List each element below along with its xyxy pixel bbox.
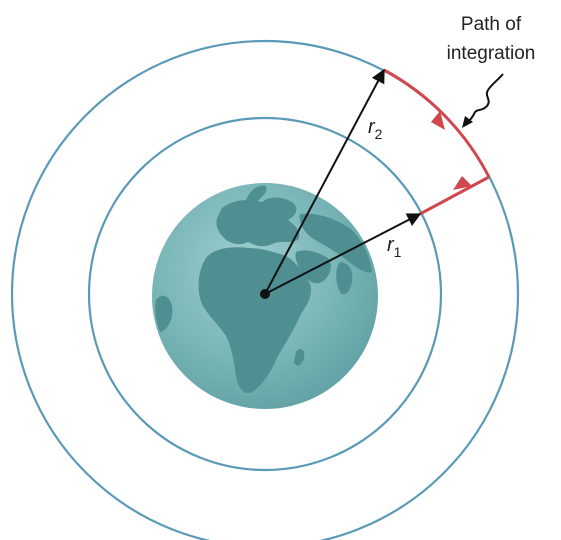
r2-vector <box>264 68 385 295</box>
arc-path-arrowhead <box>431 111 445 130</box>
callout-line-1: Path of <box>461 14 522 35</box>
callout-leader-arrowhead <box>462 116 473 128</box>
outer-orbit-circle <box>10 39 520 540</box>
inner-orbit-circle <box>87 116 443 472</box>
callout-line-2: integration <box>447 43 536 64</box>
center-point <box>260 289 270 299</box>
r1-vector <box>264 213 422 295</box>
radial-path-segment <box>419 175 490 216</box>
arc-path-segment <box>383 68 491 178</box>
radial-path-arrowhead <box>453 176 472 190</box>
r1-label: r1 <box>387 234 402 260</box>
r2-label: r2 <box>368 116 383 142</box>
callout-leader-squiggle <box>467 73 504 123</box>
